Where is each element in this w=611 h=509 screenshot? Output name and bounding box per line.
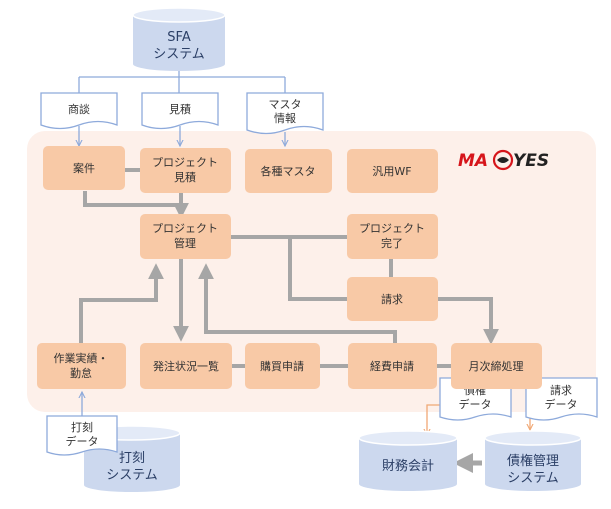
process-kobai: 購買申請 [245, 343, 320, 389]
process-pj-mitsumori: プロジェクト見積 [140, 148, 231, 193]
connector-sagyo-pj-kanri [79, 263, 164, 343]
svg-text:プロジェクト完了: プロジェクト完了 [359, 222, 425, 250]
document-seikyu-data: 請求データ [525, 377, 598, 421]
svg-text:打刻システム: 打刻システム [106, 451, 158, 483]
svg-text:請求データ: 請求データ [545, 383, 578, 411]
connector-keihi-pj-kanri [198, 263, 397, 343]
process-anken: 案件 [43, 146, 125, 190]
svg-text:見積: 見積 [169, 102, 191, 116]
database-zaimu: 財務会計 [358, 430, 458, 491]
svg-text:打刻データ: 打刻データ [66, 420, 99, 448]
maeyes-panel [27, 131, 596, 412]
maeyes-logo: MA YES [458, 149, 549, 171]
svg-text:発注状況一覧: 発注状況一覧 [153, 359, 219, 373]
svg-text:各種マスタ: 各種マスタ [261, 164, 316, 178]
process-keihi: 経費申請 [348, 343, 437, 389]
svg-text:プロジェクト見積: プロジェクト見積 [152, 156, 218, 184]
document-dakoku-data: 打刻データ [46, 415, 118, 456]
svg-text:案件: 案件 [73, 161, 95, 175]
svg-text:請求: 請求 [381, 292, 403, 306]
connector-seikyu-getsuji [437, 297, 499, 345]
connector-pj-kanri-seikyu [288, 237, 347, 301]
process-sagyo: 作業実績・勤怠 [37, 343, 126, 389]
process-pj-kanryo: プロジェクト完了 [347, 214, 438, 259]
connectors [79, 168, 499, 368]
svg-text:経費申請: 経費申請 [370, 359, 414, 373]
document-master-info: マスタ情報 [246, 92, 324, 135]
svg-text:商談: 商談 [68, 102, 90, 116]
svg-text:汎用WF: 汎用WF [372, 164, 411, 178]
process-pj-kanri: プロジェクト管理 [140, 214, 231, 259]
svg-text:プロジェクト管理: プロジェクト管理 [152, 222, 218, 250]
document-shodan: 商談 [40, 92, 118, 130]
document-mitsumori: 見積 [141, 92, 219, 130]
svg-text:YES: YES [513, 151, 549, 171]
process-seikyu: 請求 [347, 277, 438, 321]
process-hanyo-wf: 汎用WF [347, 149, 438, 193]
svg-text:購買申請: 購買申請 [260, 359, 304, 373]
svg-text:MA: MA [458, 151, 488, 171]
sfa-export-tree [79, 68, 285, 416]
svg-text:債権管理システム: 債権管理システム [507, 453, 559, 486]
svg-text:月次締処理: 月次締処理 [469, 359, 524, 373]
svg-text:マスタ情報: マスタ情報 [269, 98, 302, 125]
svg-text:財務会計: 財務会計 [382, 458, 434, 474]
database-saiken: 債権管理システム [484, 430, 582, 491]
connector-anken-pj-kanri [83, 191, 181, 207]
process-kakushu-master: 各種マスタ [245, 149, 332, 193]
svg-text:作業実績・勤怠: 作業実績・勤怠 [54, 351, 109, 380]
process-hatchu: 発注状況一覧 [140, 343, 232, 389]
process-getsuji: 月次締処理 [451, 343, 542, 389]
